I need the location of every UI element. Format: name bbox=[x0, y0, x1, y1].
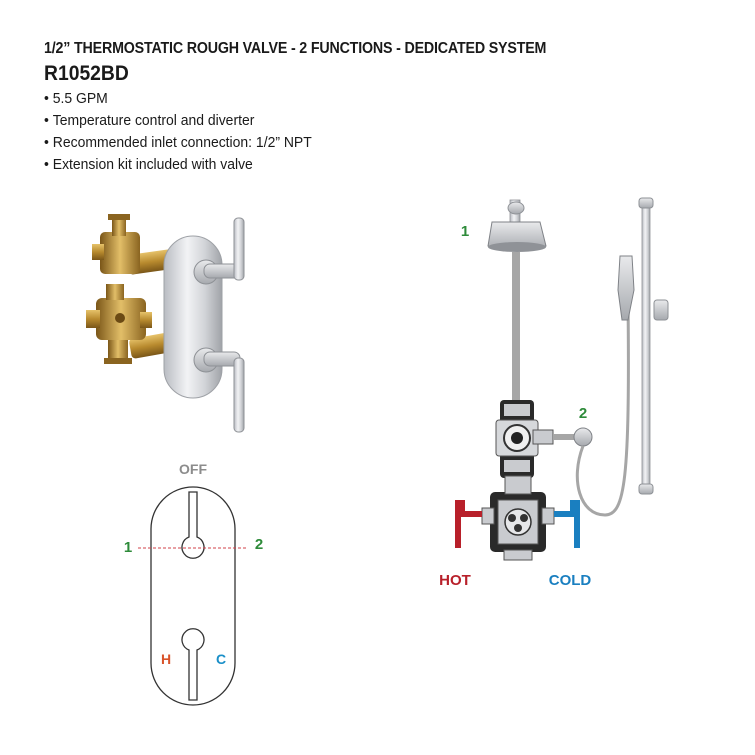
inlet-port-left bbox=[86, 310, 100, 328]
lower-lever bbox=[233, 357, 245, 433]
slide-holder bbox=[653, 299, 669, 321]
slide-bar bbox=[641, 201, 651, 489]
cold-label: COLD bbox=[549, 572, 592, 589]
hot-short-label: H bbox=[161, 651, 171, 667]
wall-supply-elbow bbox=[573, 427, 593, 447]
trim-plate bbox=[163, 235, 223, 399]
model-number: R1052BD bbox=[44, 62, 129, 85]
upper-valve-body bbox=[100, 232, 140, 274]
temperature-slot bbox=[181, 628, 205, 701]
function-1-label: 1 bbox=[124, 539, 132, 556]
spec-list: 5.5 GPM Temperature control and diverter… bbox=[44, 88, 724, 176]
upper-lever bbox=[233, 217, 245, 281]
spec-header: 1/2” THERMOSTATIC ROUGH VALVE - 2 FUNCTI… bbox=[44, 40, 724, 176]
function-2-label: 2 bbox=[255, 536, 263, 553]
off-label: OFF bbox=[179, 461, 207, 477]
spec-item: Recommended inlet connection: 1/2” NPT bbox=[44, 132, 676, 154]
cold-short-label: C bbox=[216, 651, 226, 667]
hand-shower bbox=[617, 255, 635, 321]
cold-supply-pipe bbox=[554, 500, 580, 548]
spec-item: Extension kit included with valve bbox=[44, 154, 676, 176]
top-port bbox=[112, 218, 126, 236]
shower-hose bbox=[575, 299, 630, 517]
product-title: 1/2” THERMOSTATIC ROUGH VALVE - 2 FUNCTI… bbox=[44, 40, 547, 57]
shower-system-diagram: 1 2 bbox=[439, 197, 669, 589]
outlet-2-label: 2 bbox=[579, 405, 587, 422]
riser-pipe bbox=[512, 252, 520, 402]
trim-outline bbox=[150, 486, 236, 706]
hot-supply-pipe bbox=[455, 500, 482, 548]
rough-valve-illustration bbox=[86, 214, 245, 433]
hot-label: HOT bbox=[439, 572, 471, 589]
trim-function-diagram: OFF 1 2 H C bbox=[124, 461, 263, 706]
spec-item: 5.5 GPM bbox=[44, 88, 676, 110]
outlet-1-label: 1 bbox=[461, 223, 469, 240]
diverter-slot bbox=[181, 491, 205, 559]
spec-item: Temperature control and diverter bbox=[44, 110, 676, 132]
